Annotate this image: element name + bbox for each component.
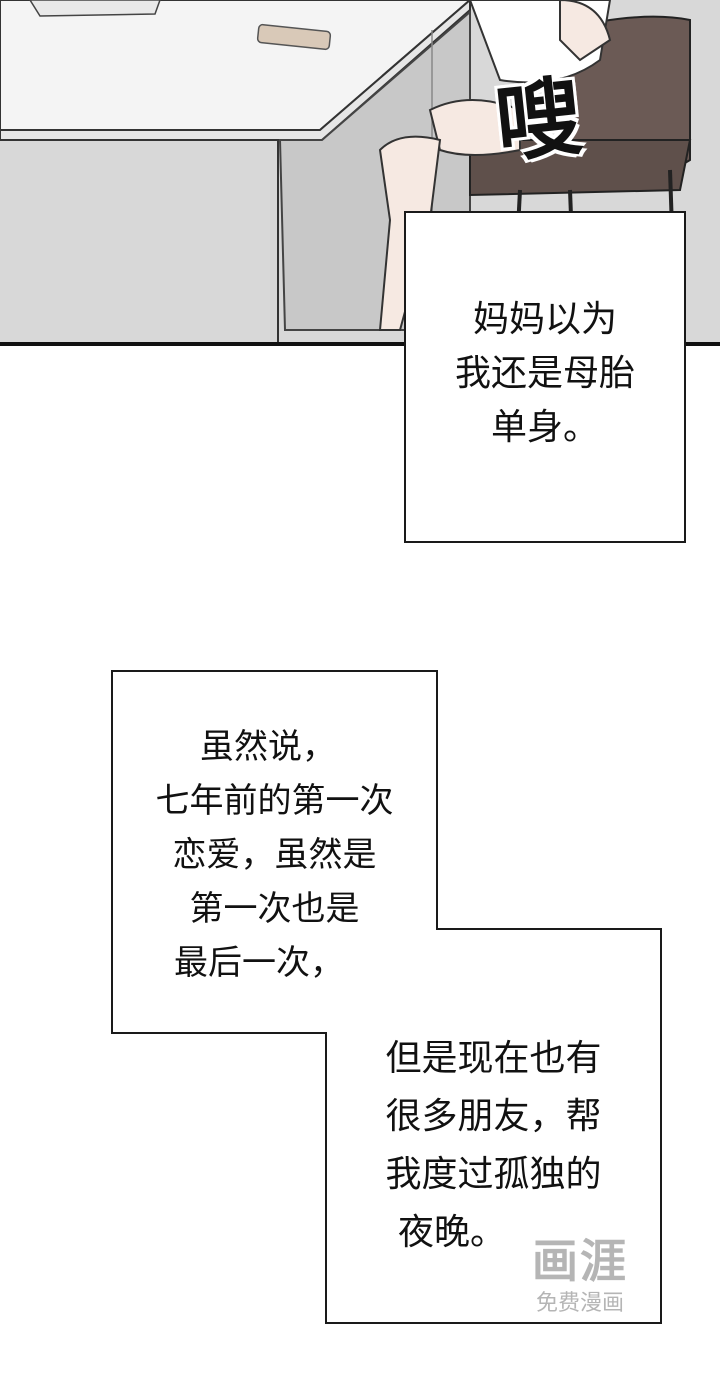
- laptop: [29, 0, 161, 17]
- watermark-subtitle: 免费漫画: [535, 1291, 624, 1316]
- caption-line: 七年前的第一次: [155, 781, 394, 821]
- caption-line: 很多朋友，帮: [385, 1096, 602, 1137]
- caption-1-text: 妈妈以为 我还是母胎 单身。: [406, 293, 684, 455]
- caption-line: 第一次也是: [189, 889, 360, 929]
- caption-box-1: 妈妈以为 我还是母胎 单身。: [404, 211, 686, 543]
- caption-line: 妈妈以为: [472, 299, 617, 340]
- caption-2-text: 虽然说， 七年前的第一次 恋爱，虽然是 第一次也是 最后一次，: [112, 720, 437, 990]
- table-edge: [0, 0, 471, 141]
- watermark: 画涯 免费漫画: [510, 1232, 650, 1342]
- caption-line: 我度过孤独的: [385, 1154, 602, 1195]
- chair-seat: [469, 139, 692, 197]
- caption-line: 夜晚。: [398, 1212, 507, 1253]
- person-thigh: [428, 99, 521, 156]
- person-arm: [559, 0, 612, 62]
- caption-line: 恋爱，虽然是: [172, 835, 377, 875]
- caption-line: 但是现在也有: [385, 1038, 602, 1079]
- caption-3-text: 但是现在也有 很多朋友，帮 我度过孤独的 夜晚。: [326, 1030, 661, 1262]
- caption-line: 我还是母胎: [454, 353, 635, 394]
- caption-line: 最后一次，: [174, 943, 344, 983]
- caption-frame-outline: [111, 670, 662, 1324]
- caption-line: 虽然说，: [200, 727, 336, 767]
- phone: [256, 23, 332, 51]
- caption-line: 单身。: [490, 407, 599, 448]
- watermark-logo: 画涯: [532, 1234, 628, 1288]
